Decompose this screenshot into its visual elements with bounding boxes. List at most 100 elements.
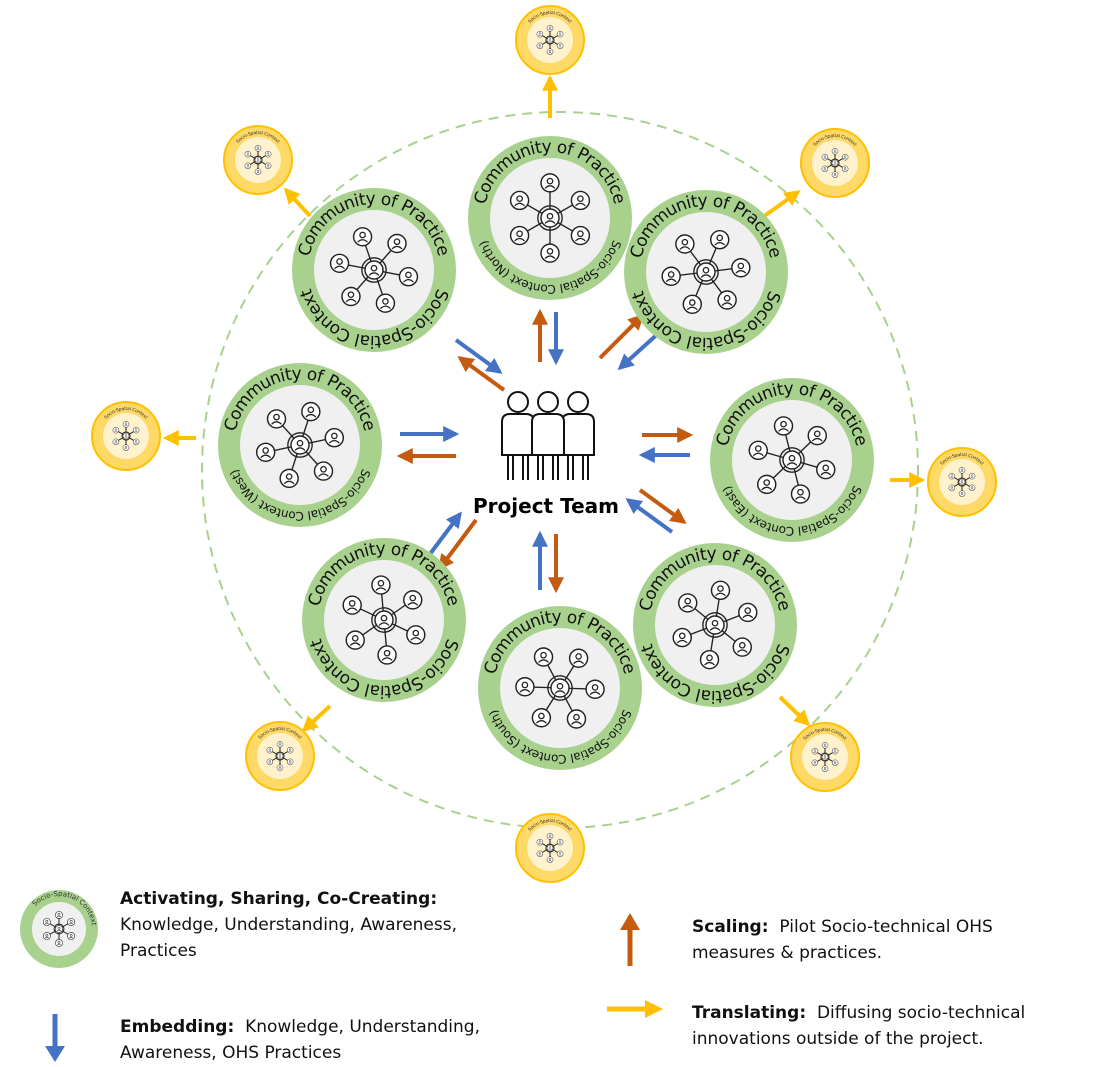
person-circle-icon <box>255 442 276 463</box>
person-circle-icon <box>266 746 274 754</box>
person-circle-icon <box>717 290 737 310</box>
embedding-arrow <box>454 338 503 374</box>
person-circle-icon <box>699 649 720 670</box>
person-circle-icon <box>841 153 849 161</box>
embedding-arrow <box>617 328 664 371</box>
person-circle-icon <box>738 602 758 623</box>
legend-activating-line2: Practices <box>120 941 197 961</box>
person-circle-icon <box>585 679 605 699</box>
person-circle-icon <box>948 472 956 480</box>
person-circle-icon <box>352 227 373 247</box>
project-team: Project Team <box>473 391 619 518</box>
translating-arrow <box>301 704 332 733</box>
person-circle-icon <box>398 266 419 287</box>
flow-arrow-pair-north <box>532 308 564 366</box>
legend-scaling-arrow <box>620 913 640 966</box>
network-hub-icon <box>821 148 849 178</box>
person-circle-icon <box>968 484 976 492</box>
person-circle-icon <box>546 833 554 840</box>
person-circle-icon <box>42 918 51 926</box>
person-circle-icon <box>122 432 130 440</box>
network-hub-icon <box>661 229 751 315</box>
person-circle-icon <box>958 467 966 474</box>
person-circle-icon <box>387 233 407 254</box>
person-circle-icon <box>324 427 345 448</box>
person-circle-icon <box>254 168 262 175</box>
person-circle-icon <box>540 243 560 263</box>
team-people-icon <box>501 391 595 480</box>
person-circle-icon <box>536 30 544 38</box>
person-circle-icon <box>375 293 396 313</box>
outer-context-node: Socio-Spatial Context <box>245 721 315 791</box>
person-circle-icon <box>279 468 299 489</box>
network-hub-icon <box>266 741 294 771</box>
flow-arrow-pair-northwest <box>454 338 506 392</box>
person-circle-icon <box>374 610 394 630</box>
network-hub-icon <box>42 911 76 947</box>
person-circle-icon <box>533 647 554 667</box>
person-circle-icon <box>831 171 839 178</box>
person-circle-icon <box>968 472 976 480</box>
scaling-arrow <box>438 518 478 571</box>
person-circle-icon <box>345 630 365 650</box>
person-circle-icon <box>406 625 426 645</box>
legend-embedding-line2: Awareness, OHS Practices <box>120 1043 342 1063</box>
flow-arrow-pair-east <box>638 427 694 463</box>
scaling-arrow <box>457 356 506 392</box>
person-circle-icon <box>816 459 836 480</box>
person-circle-icon <box>55 925 63 933</box>
person-circle-icon <box>550 678 570 698</box>
flow-arrow-pair-southeast <box>625 488 687 534</box>
legend-embedding-arrow <box>45 1014 65 1062</box>
person-circle-icon <box>276 741 284 748</box>
person-circle-icon <box>364 260 384 280</box>
person-circle-icon <box>132 438 140 446</box>
network-hub-icon <box>748 416 836 504</box>
person-circle-icon <box>811 759 819 767</box>
person-circle-icon <box>821 742 829 749</box>
network-hub-icon <box>42 911 76 947</box>
flow-arrow-pair-south <box>532 530 564 594</box>
person-circle-icon <box>276 752 284 760</box>
person-circle-icon <box>568 648 589 668</box>
person-circle-icon <box>831 159 839 167</box>
legend-scaling: Scaling: Pilot Socio-technical OHS measu… <box>692 914 1102 966</box>
person-circle-icon <box>556 30 564 38</box>
flow-arrows <box>396 308 694 594</box>
person-circle-icon <box>509 225 530 246</box>
person-circle-icon <box>266 758 274 766</box>
person-circle-icon <box>290 435 310 455</box>
project-team-label: Project Team <box>473 494 619 518</box>
person-circle-icon <box>675 234 695 254</box>
person-circle-icon <box>42 932 51 940</box>
legend-translating-arrow <box>607 1000 663 1018</box>
person-circle-icon <box>682 294 703 315</box>
person-circle-icon <box>807 425 827 446</box>
person-circle-icon <box>731 258 751 278</box>
person-circle-icon <box>556 42 564 50</box>
person-circle-icon <box>122 421 130 428</box>
person-circle-icon <box>112 438 120 446</box>
person-circle-icon <box>546 36 554 44</box>
legend-scaling-line1: Pilot Socio-technical OHS <box>779 917 993 937</box>
person-circle-icon <box>748 440 768 461</box>
person-circle-icon <box>55 911 63 919</box>
person-circle-icon <box>264 150 272 158</box>
person-circle-icon <box>546 844 554 852</box>
person-circle-icon <box>710 580 731 601</box>
person-circle-icon <box>55 939 63 947</box>
legend-translating-title: Translating: <box>692 1003 807 1023</box>
person-circle-icon <box>377 645 397 665</box>
person-circle-icon <box>67 932 76 940</box>
person-circle-icon <box>705 615 725 635</box>
network-hub-icon <box>515 647 605 729</box>
person-circle-icon <box>811 747 819 755</box>
person-circle-icon <box>286 746 294 754</box>
legend-activating: Activating, Sharing, Co-Creating: Knowle… <box>120 886 560 964</box>
